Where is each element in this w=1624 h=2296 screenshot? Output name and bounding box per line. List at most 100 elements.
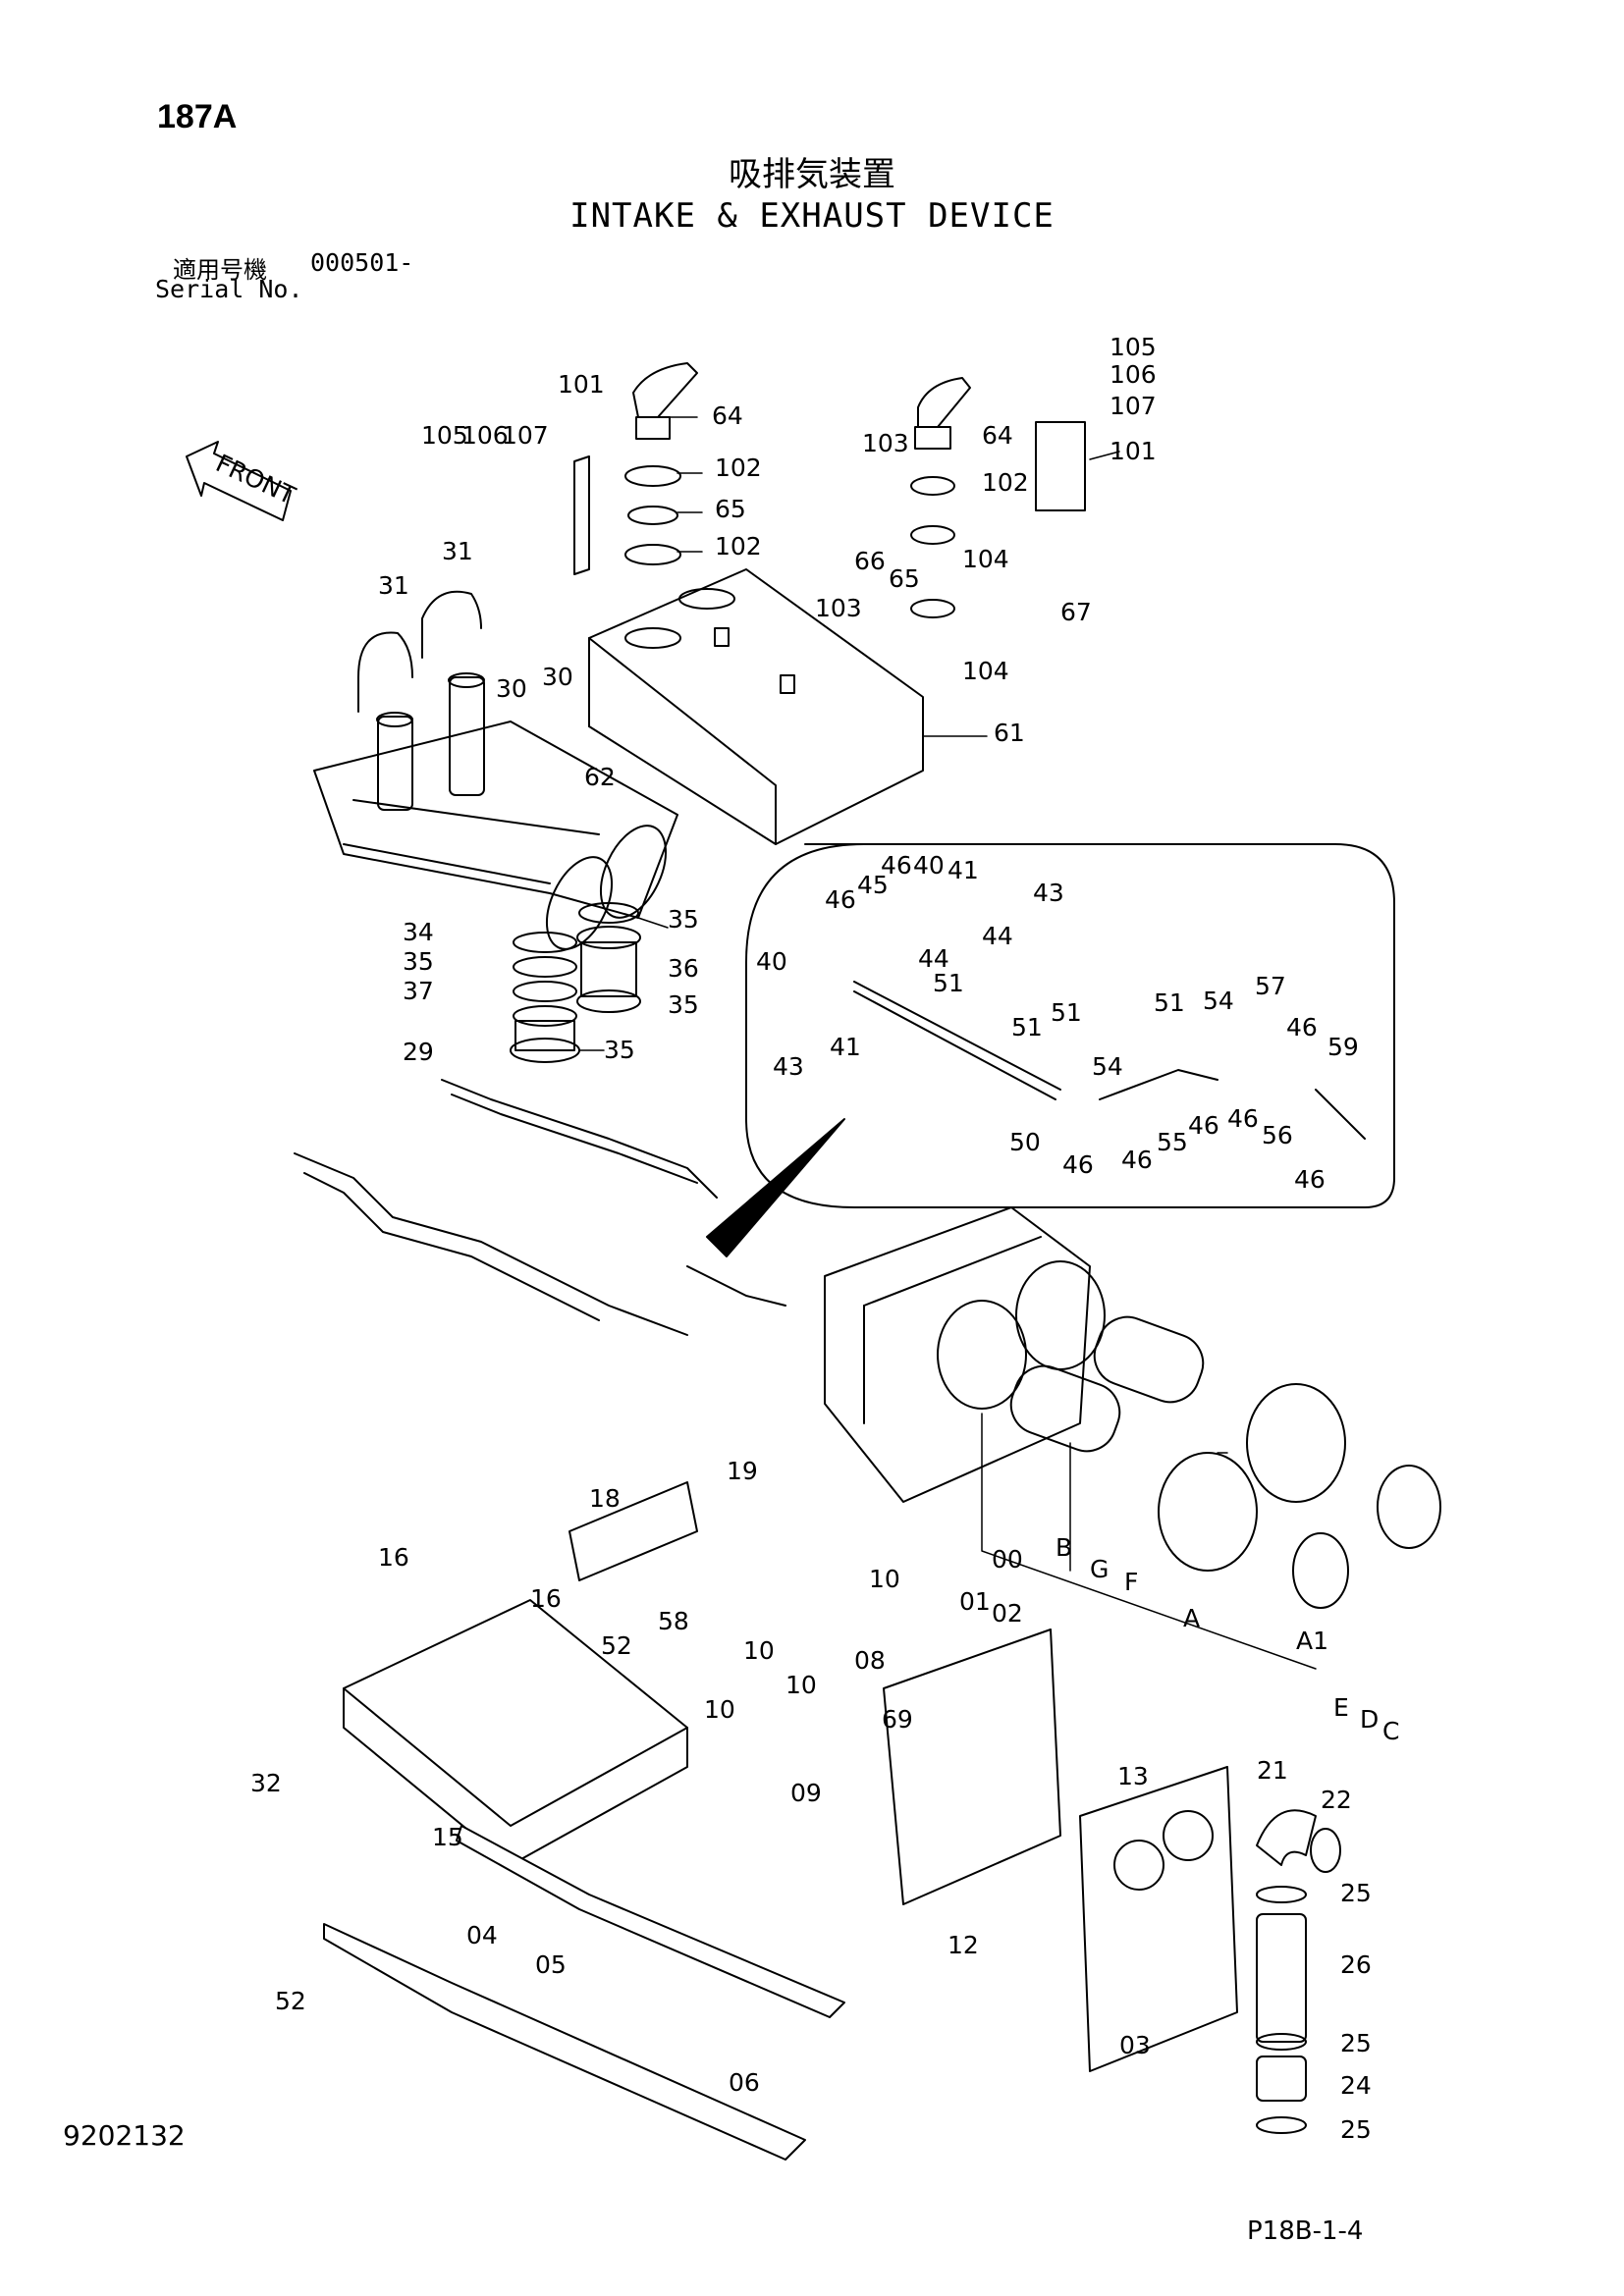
callout-57: 57 — [1255, 972, 1286, 1000]
callout-05: 05 — [535, 1950, 567, 1979]
callout-67: 67 — [1060, 598, 1092, 626]
callout-25: 25 — [1340, 1879, 1372, 1907]
callout-61: 61 — [994, 719, 1025, 747]
callout-35: 35 — [668, 905, 699, 934]
callout-24: 24 — [1340, 2071, 1372, 2100]
callout-58: 58 — [658, 1607, 689, 1635]
callout-52: 52 — [601, 1631, 632, 1660]
callout-A: A — [1183, 1604, 1200, 1632]
callout-69: 69 — [882, 1705, 913, 1734]
callout-22: 22 — [1321, 1786, 1352, 1814]
flange-stack-left — [510, 932, 580, 1063]
callout-09: 09 — [790, 1779, 822, 1807]
callout-46: 46 — [1227, 1104, 1259, 1133]
callout-13: 13 — [1117, 1762, 1149, 1790]
callout-10: 10 — [704, 1695, 735, 1724]
callout-104: 104 — [962, 657, 1009, 685]
intake-piping — [294, 1079, 786, 1336]
intake-pipe-right — [914, 377, 971, 450]
callout-36: 36 — [668, 954, 699, 983]
callout-40: 40 — [756, 947, 787, 976]
callout-102: 102 — [715, 532, 762, 561]
callout-101: 101 — [1110, 437, 1157, 465]
callout-51: 51 — [1154, 988, 1185, 1017]
callout-19: 19 — [727, 1457, 758, 1485]
callout-F: F — [1124, 1568, 1138, 1596]
air-cleaner-housing — [824, 1206, 1106, 1503]
front-direction-arrow: FRONT — [186, 441, 300, 521]
callout-51: 51 — [1011, 1013, 1043, 1041]
callout-65: 65 — [889, 564, 920, 593]
intake-pipe-left — [632, 362, 698, 440]
callout-16: 16 — [378, 1543, 409, 1572]
callout-54: 54 — [1203, 987, 1234, 1015]
callout-18: 18 — [589, 1484, 621, 1513]
callout-51: 51 — [1051, 998, 1082, 1027]
bracket-101 — [573, 421, 1086, 575]
callout-E: E — [1333, 1693, 1349, 1722]
callout-D: D — [1360, 1705, 1379, 1734]
callout-B: B — [1056, 1533, 1072, 1562]
callout-03: 03 — [1119, 2031, 1151, 2059]
callout-08: 08 — [854, 1646, 886, 1675]
callout-35: 35 — [604, 1036, 635, 1064]
callout-44: 44 — [918, 944, 949, 973]
callout-16: 16 — [530, 1584, 562, 1613]
callout-51: 51 — [933, 969, 964, 997]
callout-46: 46 — [1188, 1111, 1219, 1140]
callout-102: 102 — [982, 468, 1029, 497]
callout-30: 30 — [542, 663, 573, 691]
part-callouts: 105 106 107 101 64 102 65 102 31 31 30 3… — [250, 333, 1399, 2144]
page-code: P18B-1-4 — [1247, 2216, 1364, 2246]
callout-43: 43 — [773, 1052, 804, 1081]
callout-46: 46 — [1286, 1013, 1318, 1041]
callout-25: 25 — [1340, 2029, 1372, 2057]
callout-46: 46 — [1121, 1146, 1153, 1174]
callout-25: 25 — [1340, 2115, 1372, 2144]
callout-21: 21 — [1257, 1756, 1288, 1785]
callout-103: 103 — [862, 429, 909, 457]
air-filter-elements — [1009, 1315, 1441, 1609]
page-number: 187A — [157, 98, 238, 135]
callout-06: 06 — [729, 2068, 760, 2097]
drawing-number: 9202132 — [63, 2119, 186, 2152]
serial-number-range: 000501- — [310, 248, 414, 277]
callout-55: 55 — [1157, 1128, 1188, 1156]
callout-41: 41 — [947, 856, 979, 884]
clamp-rings-left — [624, 465, 681, 565]
callout-41: 41 — [830, 1033, 861, 1061]
callout-10: 10 — [785, 1671, 817, 1699]
callout-104: 104 — [962, 545, 1009, 573]
callout-35: 35 — [668, 990, 699, 1019]
callout-65: 65 — [715, 495, 746, 523]
callout-46: 46 — [881, 851, 912, 880]
title-english: INTAKE & EXHAUST DEVICE — [569, 196, 1055, 236]
callout-34: 34 — [403, 918, 434, 946]
callout-106: 106 — [1110, 360, 1157, 389]
callout-103: 103 — [815, 594, 862, 622]
callout-59: 59 — [1327, 1033, 1359, 1061]
callout-44: 44 — [982, 922, 1013, 950]
callout-12: 12 — [947, 1931, 979, 1959]
callout-102: 102 — [715, 454, 762, 482]
callout-35: 35 — [403, 947, 434, 976]
serial-label-japanese: 適用号機 — [173, 256, 267, 284]
callout-37: 37 — [403, 977, 434, 1005]
callout-46: 46 — [825, 885, 856, 914]
callout-45: 45 — [857, 871, 889, 899]
callout-10: 10 — [743, 1636, 775, 1665]
callout-31: 31 — [442, 537, 473, 565]
elbow-hose-group — [1256, 1809, 1341, 2134]
callout-01: 01 — [959, 1587, 991, 1616]
callout-52: 52 — [275, 1987, 306, 2015]
clamp-rings-right — [910, 476, 955, 618]
callout-66: 66 — [854, 547, 886, 575]
callout-62: 62 — [584, 763, 616, 791]
callout-50: 50 — [1009, 1128, 1041, 1156]
callout-10: 10 — [869, 1565, 900, 1593]
callout-32: 32 — [250, 1769, 282, 1797]
callout-02: 02 — [992, 1599, 1023, 1628]
title-japanese: 吸排気装置 — [729, 155, 895, 194]
callout-G: G — [1090, 1555, 1109, 1583]
